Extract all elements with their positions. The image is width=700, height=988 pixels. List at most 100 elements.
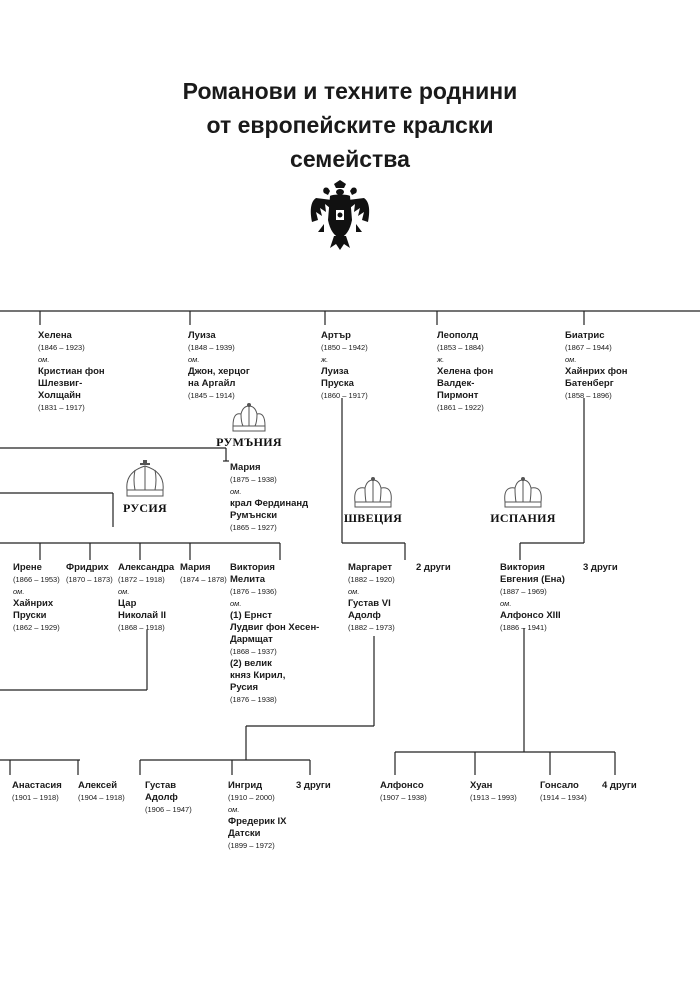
second-spouse-name: (2) велик княз Кирил, Русия	[230, 658, 286, 693]
country-label-sweden: ШВЕЦИЯ	[343, 511, 403, 525]
title-line-2: от европейските кралски	[206, 112, 494, 138]
marriage-marker: ом.	[500, 599, 512, 608]
marriage-marker: ом.	[228, 805, 240, 814]
country-label-spain: ИСПАНИЯ	[490, 511, 556, 525]
spouse-name: крал Фердинанд Румънски	[230, 498, 309, 521]
spouse-name: Густав VI Адолф	[348, 598, 391, 621]
spouse-name: Алфонсо XIII	[500, 610, 561, 621]
person-dates: (1913 – 1993)	[470, 793, 517, 802]
spouse-dates: (1882 – 1973)	[348, 623, 395, 632]
person-name: Алфонсо	[380, 780, 424, 791]
person-maria: Мария (1874 – 1878)	[180, 562, 227, 586]
person-name: Ингрид	[228, 780, 263, 791]
marriage-marker: ом.	[188, 355, 200, 364]
person-beatrice: Биатрис (1867 – 1944) ом. Хайнрих фон Ба…	[565, 330, 628, 402]
person-name: Артър	[321, 330, 351, 341]
person-alexandra: Александра (1872 – 1918) ом. Цар Николай…	[118, 562, 174, 634]
person-dates: (1846 – 1923)	[38, 343, 85, 352]
person-dates: (1848 – 1939)	[188, 343, 235, 352]
person-name: Леополд	[437, 330, 479, 341]
others-label: 2 други	[416, 562, 451, 573]
person-name: Виктория Евгения (Ена)	[500, 562, 565, 585]
title-line-3: семейства	[290, 146, 410, 172]
person-dates: (1910 – 2000)	[228, 793, 275, 802]
spouse-dates: (1886 – 1941)	[500, 623, 547, 632]
person-maria-romania: Мария (1875 – 1938) ом. крал Фердинанд Р…	[230, 462, 308, 534]
spouse-name: Фредерик IX Датски	[228, 816, 287, 839]
person-friedrich: Фридрих (1870 – 1873)	[66, 562, 113, 586]
person-name: Гонсало	[540, 780, 579, 791]
person-name: Анастасия	[12, 780, 62, 791]
person-anastasia: Анастасия (1901 – 1918)	[12, 780, 62, 804]
spouse-dates: (1858 – 1896)	[565, 391, 612, 400]
others-label: 3 други	[583, 562, 618, 573]
person-dates: (1853 – 1884)	[437, 343, 484, 352]
person-name: Биатрис	[565, 330, 605, 341]
person-name: Мария	[230, 462, 261, 473]
others-label: 4 други	[602, 780, 637, 791]
spouse-dates: (1831 – 1917)	[38, 403, 85, 412]
person-name: Хуан	[470, 780, 493, 791]
person-irene: Ирене (1866 – 1953) ом. Хайнрих Пруски (…	[13, 562, 60, 634]
person-dates: (1874 – 1878)	[180, 575, 227, 584]
person-name: Маргарет	[348, 562, 392, 573]
marriage-marker: ом.	[230, 599, 242, 608]
person-dates: (1875 – 1938)	[230, 475, 277, 484]
spouse-dates: (1899 – 1972)	[228, 841, 275, 850]
page-title: Романови и техните роднини от европейски…	[100, 74, 600, 176]
person-dates: (1850 – 1942)	[321, 343, 368, 352]
person-name: Луиза	[188, 330, 216, 341]
person-dates: (1906 – 1947)	[145, 805, 192, 814]
country-sweden: ШВЕЦИЯ	[338, 476, 408, 526]
person-dates: (1907 – 1938)	[380, 793, 427, 802]
person-name: Виктория Мелита	[230, 562, 275, 585]
crown-icon	[232, 403, 266, 432]
person-victoria-melita: Виктория Мелита (1876 – 1936) ом. (1) Ер…	[230, 562, 319, 706]
marriage-marker: ом.	[565, 355, 577, 364]
person-gonzalo: Гонсало (1914 – 1934)	[540, 780, 587, 804]
person-leopold: Леополд (1853 – 1884) ж. Хелена фон Валд…	[437, 330, 493, 414]
person-victoria-eugenie: Виктория Евгения (Ена) (1887 – 1969) ом.…	[500, 562, 565, 634]
person-dates: (1870 – 1873)	[66, 575, 113, 584]
others-three-a: 3 други	[583, 562, 618, 574]
second-spouse-dates: (1876 – 1938)	[230, 695, 277, 704]
crown-icon	[504, 477, 542, 508]
spouse-name: Кристиан фон Шлезвиг- Холщайн	[38, 366, 105, 401]
others-label: 3 други	[296, 780, 331, 791]
spouse-dates: (1862 – 1929)	[13, 623, 60, 632]
person-alfonso: Алфонсо (1907 – 1938)	[380, 780, 427, 804]
person-dates: (1887 – 1969)	[500, 587, 547, 596]
person-dates: (1904 – 1918)	[78, 793, 125, 802]
others-two-a: 2 други	[416, 562, 451, 574]
person-dates: (1867 – 1944)	[565, 343, 612, 352]
marriage-marker: ом.	[348, 587, 360, 596]
person-name: Фридрих	[66, 562, 109, 573]
person-margaret: Маргарет (1882 – 1920) ом. Густав VI Адо…	[348, 562, 395, 634]
person-alexei: Алексей (1904 – 1918)	[78, 780, 125, 804]
marriage-marker: ом.	[38, 355, 50, 364]
marriage-marker: ом.	[118, 587, 130, 596]
country-romania: РУМЪНИЯ	[214, 402, 284, 450]
country-label-romania: РУМЪНИЯ	[216, 435, 282, 449]
person-name: Ирене	[13, 562, 42, 573]
others-four: 4 други	[602, 780, 637, 792]
spouse-name: Джон, херцог на Аргайл	[188, 366, 250, 389]
person-name: Мария	[180, 562, 211, 573]
person-ingrid: Ингрид (1910 – 2000) ом. Фредерик IX Дат…	[228, 780, 287, 852]
title-line-1: Романови и техните роднини	[182, 78, 518, 104]
crown-icon	[126, 460, 164, 497]
person-dates: (1901 – 1918)	[12, 793, 59, 802]
person-helena: Хелена (1846 – 1923) ом. Кристиан фон Шл…	[38, 330, 105, 414]
spouse-dates: (1868 – 1918)	[118, 623, 165, 632]
spouse-name: Цар Николай II	[118, 598, 166, 621]
spouse-dates: (1868 – 1937)	[230, 647, 277, 656]
spouse-name: (1) Ернст Лудвиг фон Хесен- Дармщат	[230, 610, 320, 645]
person-name: Александра	[118, 562, 175, 573]
person-dates: (1882 – 1920)	[348, 575, 395, 584]
country-label-russia: РУСИЯ	[122, 501, 167, 515]
spouse-dates: (1865 – 1927)	[230, 523, 277, 532]
spouse-dates: (1845 – 1914)	[188, 391, 235, 400]
person-gustav-adolf: Густав Адолф (1906 – 1947)	[145, 780, 192, 816]
